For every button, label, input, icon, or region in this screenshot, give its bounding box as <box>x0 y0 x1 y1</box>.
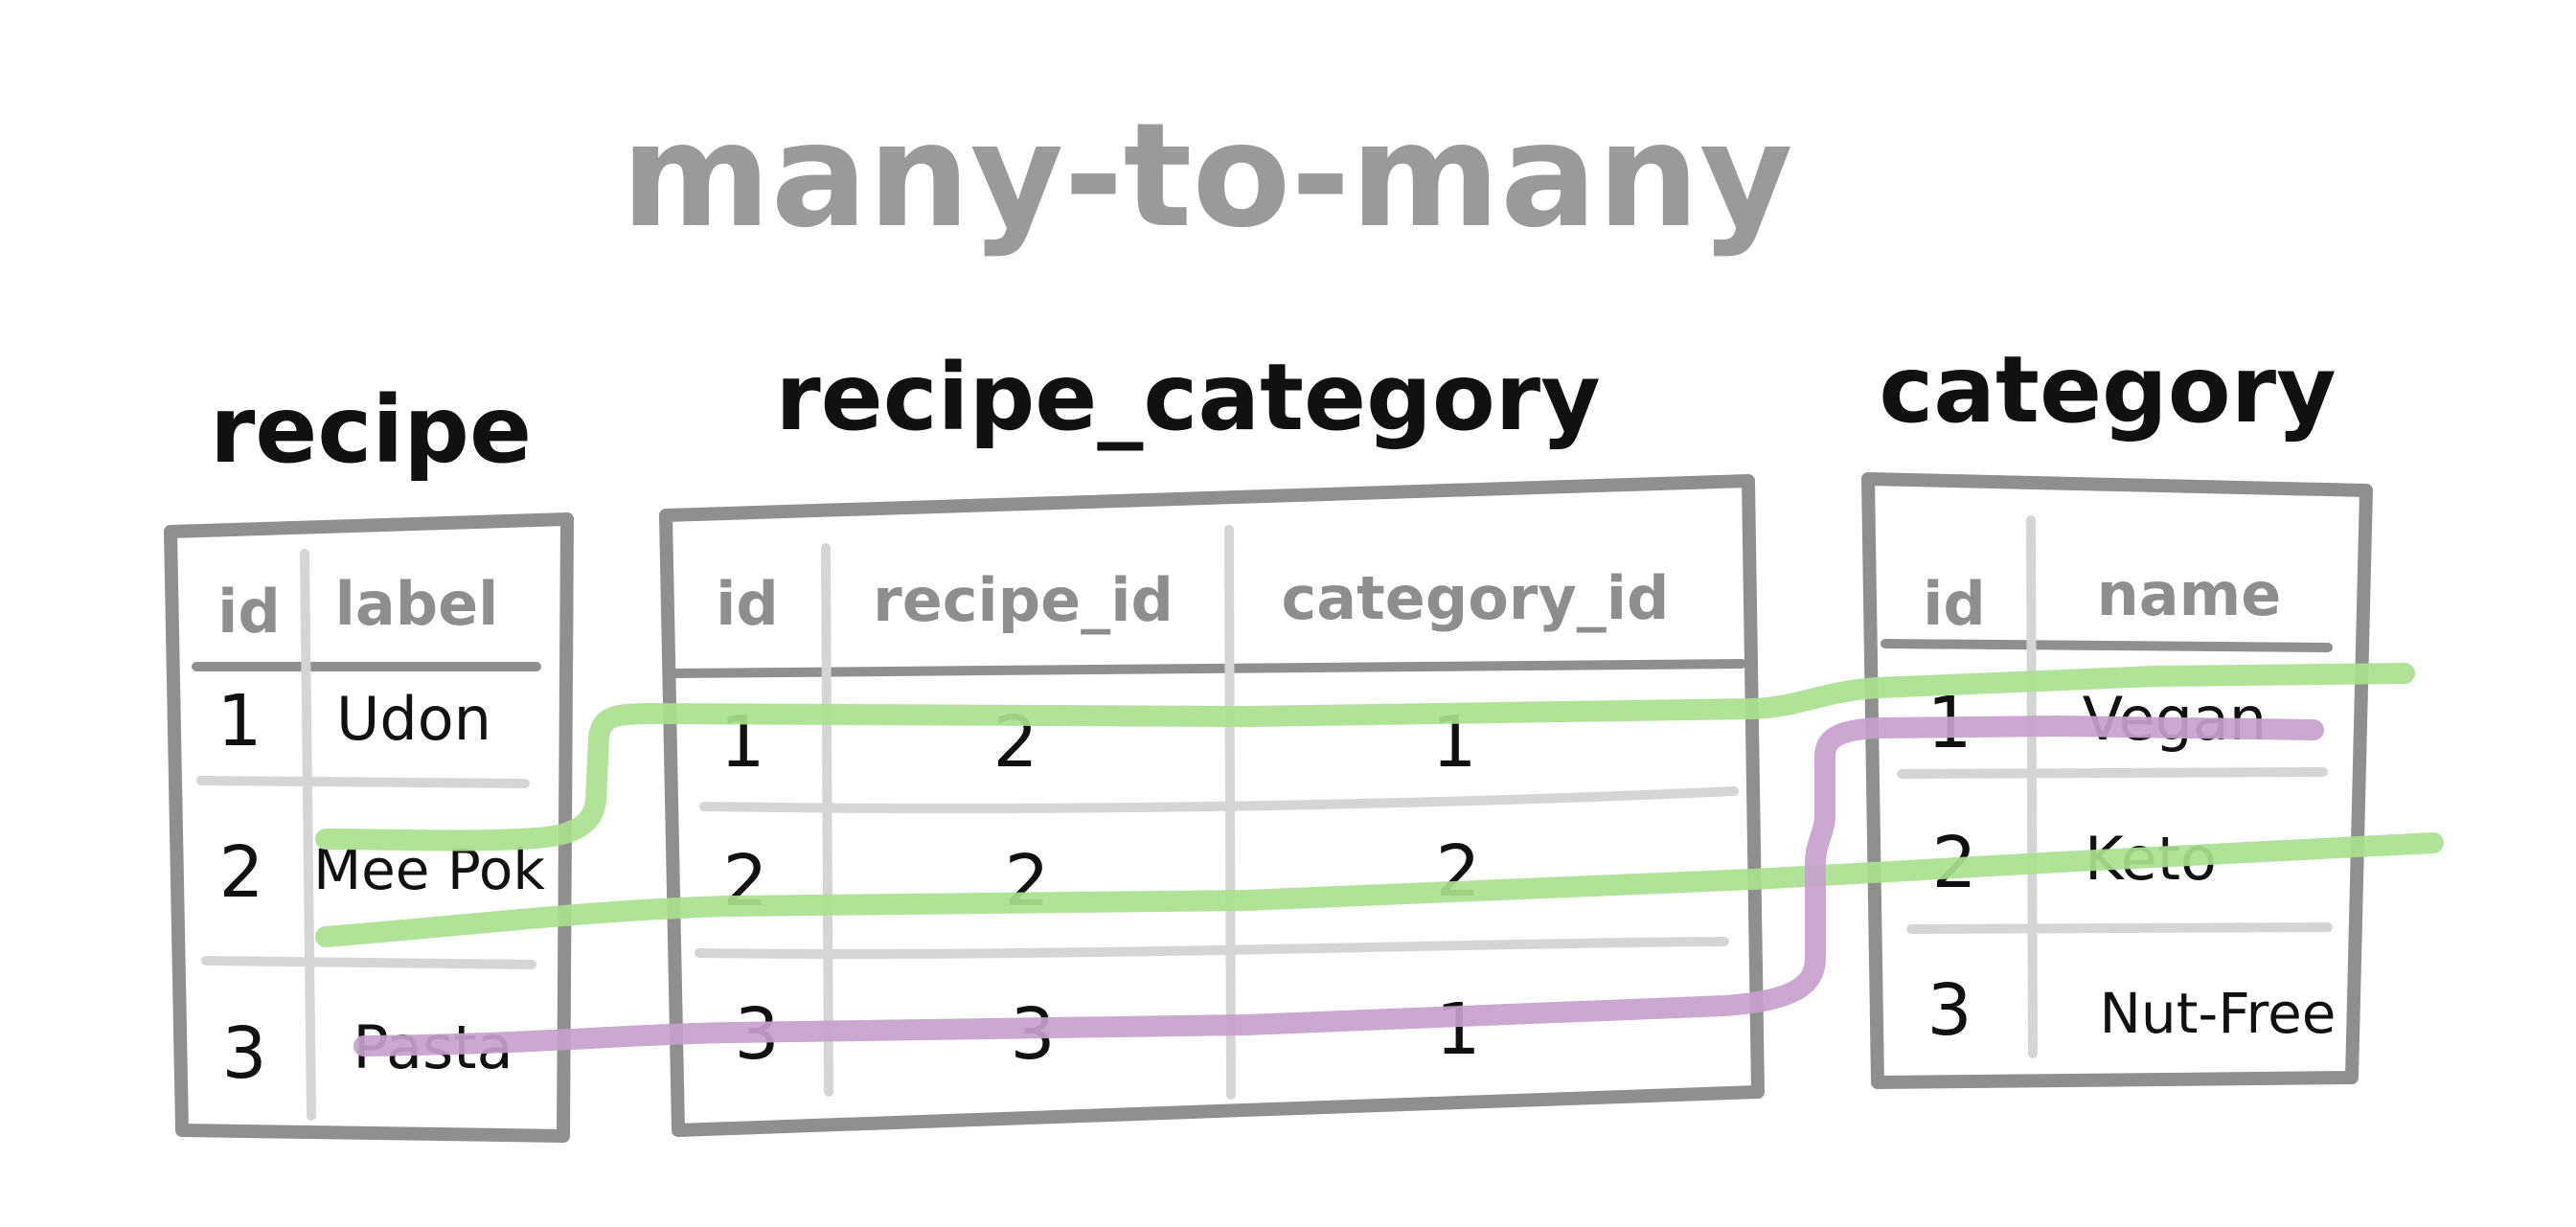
link-meepok-to-vegan <box>315 663 2415 852</box>
recipe-category-table-title: recipe_category <box>775 344 1600 451</box>
link-meepok-to-keto <box>315 832 2444 947</box>
category-header-name: name <box>2097 559 2282 629</box>
category-table-title: category <box>1879 336 2336 443</box>
recipe-row-3-id: 3 <box>221 1012 266 1095</box>
recipe-row-2-id: 2 <box>218 831 263 914</box>
recipe-header-id: id <box>217 577 281 647</box>
recipe-header-label: label <box>335 569 499 639</box>
recipe-row-1-id: 1 <box>217 680 262 762</box>
category-header-id: id <box>1923 569 1986 639</box>
recipe-row-1-label: Udon <box>336 684 491 754</box>
recipe-category-header-id: id <box>716 569 779 639</box>
recipe-category-header-recipe-id: recipe_id <box>873 565 1174 635</box>
recipe-table: id label 1 Udon 2 Mee Pok 3 Pasta <box>164 512 574 1143</box>
recipe-table-title: recipe <box>210 376 532 484</box>
category-table: id name 1 Vegan 2 Keto 3 Nut-Free <box>1861 472 2373 1089</box>
recipe-category-row-3-category-id: 1 <box>1435 988 1480 1071</box>
category-row-3-name: Nut-Free <box>2100 981 2337 1046</box>
diagram-title: many-to-many <box>621 93 1792 260</box>
relationship-links <box>315 663 2444 1057</box>
recipe-category-header-category-id: category_id <box>1282 563 1670 633</box>
link-pasta-to-vegan <box>353 716 2324 1057</box>
category-row-3-id: 3 <box>1926 969 1972 1052</box>
recipe-category-table: id recipe_id category_id 1 2 1 2 2 2 3 3… <box>659 474 1765 1137</box>
